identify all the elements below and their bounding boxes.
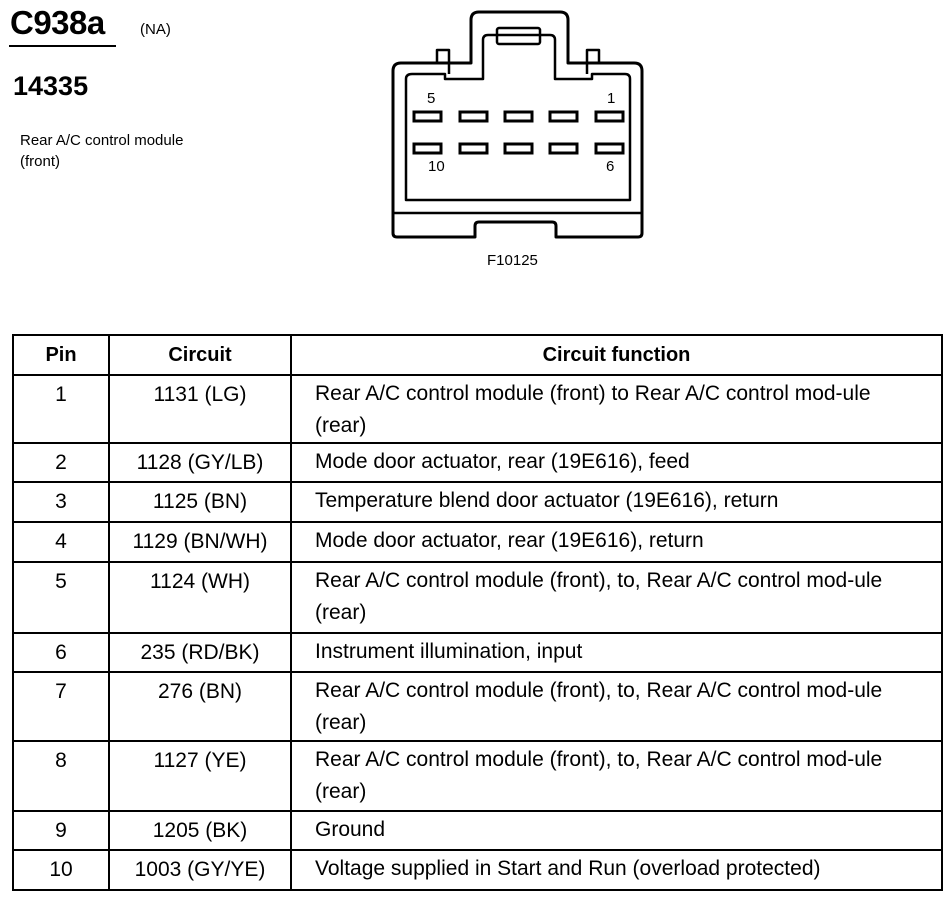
header-circuit-function: Circuit function xyxy=(290,334,943,376)
part-number: 14335 xyxy=(13,71,89,101)
row-function: Temperature blend door actuator (19E616)… xyxy=(315,489,779,512)
row-function: Rear A/C control module (front), to, Rea… xyxy=(315,679,883,734)
row-circuit: 276 (BN) xyxy=(157,680,243,703)
figure-id: F10125 xyxy=(487,252,538,269)
row-circuit: 1128 (GY/LB) xyxy=(136,451,264,474)
row-function: Mode door actuator, rear (19E616), retur… xyxy=(315,529,704,552)
cavity-10 xyxy=(412,142,443,155)
connector-face-diagram xyxy=(391,10,644,239)
table-row: 1 1131 (LG) Rear A/C control module (fro… xyxy=(12,374,943,444)
pin-label-1: 1 xyxy=(607,90,616,107)
row-function: Rear A/C control module (front), to, Rea… xyxy=(315,748,883,803)
row-circuit: 1129 (BN/WH) xyxy=(132,530,268,553)
pin-table: Pin Circuit Circuit function 1 1131 (LG)… xyxy=(12,334,943,891)
left-locating-tab xyxy=(435,48,451,74)
row-pin: 10 xyxy=(49,858,73,881)
table-row: 7 276 (BN) Rear A/C control module (fron… xyxy=(12,671,943,742)
row-function: Rear A/C control module (front) to Rear … xyxy=(315,382,871,437)
header-pin: Pin xyxy=(12,334,110,376)
pin-label-10: 10 xyxy=(428,158,445,175)
row-pin: 5 xyxy=(55,570,67,593)
right-locating-tab xyxy=(585,48,601,74)
pin-label-6: 6 xyxy=(606,158,615,175)
row-function: Mode door actuator, rear (19E616), feed xyxy=(315,450,690,473)
row-circuit: 235 (RD/BK) xyxy=(140,641,260,664)
title-underline xyxy=(9,45,116,47)
cavity-2 xyxy=(548,110,579,123)
pin-label-5: 5 xyxy=(427,90,436,107)
cavity-3 xyxy=(503,110,534,123)
table-row: 6 235 (RD/BK) Instrument illumination, i… xyxy=(12,632,943,673)
cavity-6 xyxy=(594,142,625,155)
table-row: 4 1129 (BN/WH) Mode door actuator, rear … xyxy=(12,521,943,563)
connector-id: C938a xyxy=(10,4,105,41)
row-function: Voltage supplied in Start and Run (overl… xyxy=(315,857,821,880)
region-tag: (NA) xyxy=(140,21,171,38)
connector-latch xyxy=(495,26,542,46)
row-circuit: 1124 (WH) xyxy=(150,570,250,593)
cavity-8 xyxy=(503,142,534,155)
table-row: 8 1127 (YE) Rear A/C control module (fro… xyxy=(12,740,943,812)
row-pin: 8 xyxy=(55,749,67,772)
row-pin: 6 xyxy=(55,641,67,664)
row-function: Ground xyxy=(315,818,386,841)
row-circuit: 1003 (GY/YE) xyxy=(134,858,266,881)
table-row: 5 1124 (WH) Rear A/C control module (fro… xyxy=(12,561,943,634)
table-header-row: Pin Circuit Circuit function xyxy=(12,334,943,376)
component-description: Rear A/C control module (front) xyxy=(20,132,184,170)
header-circuit: Circuit xyxy=(108,334,292,376)
connector-housing xyxy=(391,10,644,239)
row-pin: 9 xyxy=(55,819,67,842)
cavity-5 xyxy=(412,110,443,123)
cavity-4 xyxy=(458,110,489,123)
row-circuit: 1131 (LG) xyxy=(153,383,247,406)
table-row: 9 1205 (BK) Ground xyxy=(12,810,943,851)
row-pin: 2 xyxy=(55,451,67,474)
table-row: 10 1003 (GY/YE) Voltage supplied in Star… xyxy=(12,849,943,891)
row-circuit: 1125 (BN) xyxy=(152,490,248,513)
connector-inner-frame xyxy=(404,33,632,202)
row-function: Instrument illumination, input xyxy=(315,640,583,663)
cavity-1 xyxy=(594,110,625,123)
row-function: Rear A/C control module (front), to, Rea… xyxy=(315,569,883,624)
cavity-7 xyxy=(548,142,579,155)
cavity-9 xyxy=(458,142,489,155)
row-circuit: 1127 (YE) xyxy=(153,749,247,772)
row-pin: 4 xyxy=(55,530,67,553)
table-row: 2 1128 (GY/LB) Mode door actuator, rear … xyxy=(12,442,943,483)
table-row: 3 1125 (BN) Temperature blend door actua… xyxy=(12,481,943,523)
row-pin: 1 xyxy=(55,383,67,406)
row-pin: 3 xyxy=(55,490,67,513)
row-pin: 7 xyxy=(55,680,67,703)
row-circuit: 1205 (BK) xyxy=(152,819,248,842)
